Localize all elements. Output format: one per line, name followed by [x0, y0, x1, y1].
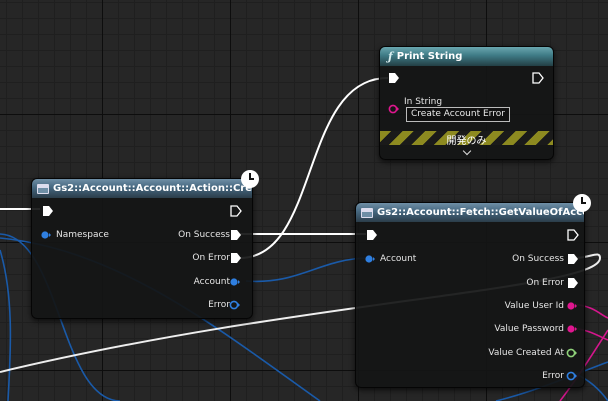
fetch-account-header[interactable]: Gs2::Account::Fetch::GetValueOfAccount: [356, 203, 584, 222]
fetch-account-node[interactable]: Gs2::Account::Fetch::GetValueOfAccount A…: [355, 202, 585, 388]
exec-wire: [239, 77, 389, 259]
exec-out-pin[interactable]: [230, 205, 242, 217]
latent-clock-icon: [573, 194, 591, 212]
value-user-id-pin[interactable]: [566, 300, 578, 312]
node-type-icon: [37, 183, 49, 194]
magenta-wire: [559, 329, 608, 401]
account-input-pin[interactable]: [364, 253, 376, 265]
value-created-at-pin[interactable]: [566, 347, 578, 359]
development-only-label: 開発のみ: [446, 136, 487, 147]
exec-in-pin[interactable]: [388, 72, 400, 84]
latent-clock-icon: [241, 170, 259, 188]
print-string-title: Print String: [396, 51, 463, 62]
development-only-banner: [380, 131, 553, 145]
account-output-label: Account: [193, 277, 230, 287]
expand-chevron-icon[interactable]: [462, 146, 472, 156]
in-string-input[interactable]: Create Account Error: [406, 107, 510, 122]
in-string-pin[interactable]: [388, 103, 400, 115]
node-type-icon: [361, 207, 373, 218]
namespace-pin[interactable]: [40, 229, 52, 241]
on-success-pin[interactable]: [230, 229, 242, 241]
value-user-id-label: Value User Id: [504, 301, 564, 311]
error-output-pin[interactable]: [229, 299, 241, 311]
create-account-node[interactable]: Gs2::Account::Account::Action::Create Na…: [31, 178, 253, 319]
on-success-label: On Success: [178, 230, 230, 240]
namespace-label: Namespace: [56, 230, 109, 240]
function-icon: ƒ: [388, 50, 393, 63]
blue-wire: [245, 257, 371, 283]
exec-out-pin[interactable]: [567, 229, 579, 241]
error-output-pin[interactable]: [566, 370, 578, 382]
value-password-label: Value Password: [494, 324, 564, 334]
fetch-account-title: Gs2::Account::Fetch::GetValueOfAccount: [377, 207, 584, 218]
create-account-header[interactable]: Gs2::Account::Account::Action::Create: [32, 179, 252, 198]
value-password-pin[interactable]: [566, 323, 578, 335]
value-created-at-label: Value Created At: [488, 348, 564, 358]
error-output-label: Error: [208, 300, 230, 310]
print-string-node[interactable]: ƒ Print String In String Create Account …: [379, 46, 554, 160]
exec-in-pin[interactable]: [366, 229, 378, 241]
on-error-pin[interactable]: [230, 252, 242, 264]
on-success-label: On Success: [512, 254, 564, 264]
print-string-header[interactable]: ƒ Print String: [380, 47, 553, 66]
account-output-pin[interactable]: [229, 276, 241, 288]
exec-out-pin[interactable]: [532, 72, 544, 84]
in-string-label: In String: [404, 97, 443, 107]
on-success-pin[interactable]: [567, 253, 579, 265]
on-error-label: On Error: [526, 278, 564, 288]
account-input-label: Account: [380, 254, 417, 264]
error-output-label: Error: [542, 371, 564, 381]
exec-in-pin[interactable]: [42, 205, 54, 217]
on-error-pin[interactable]: [567, 277, 579, 289]
blue-wire: [0, 249, 12, 401]
on-error-label: On Error: [192, 253, 230, 263]
create-account-title: Gs2::Account::Account::Action::Create: [53, 183, 252, 194]
